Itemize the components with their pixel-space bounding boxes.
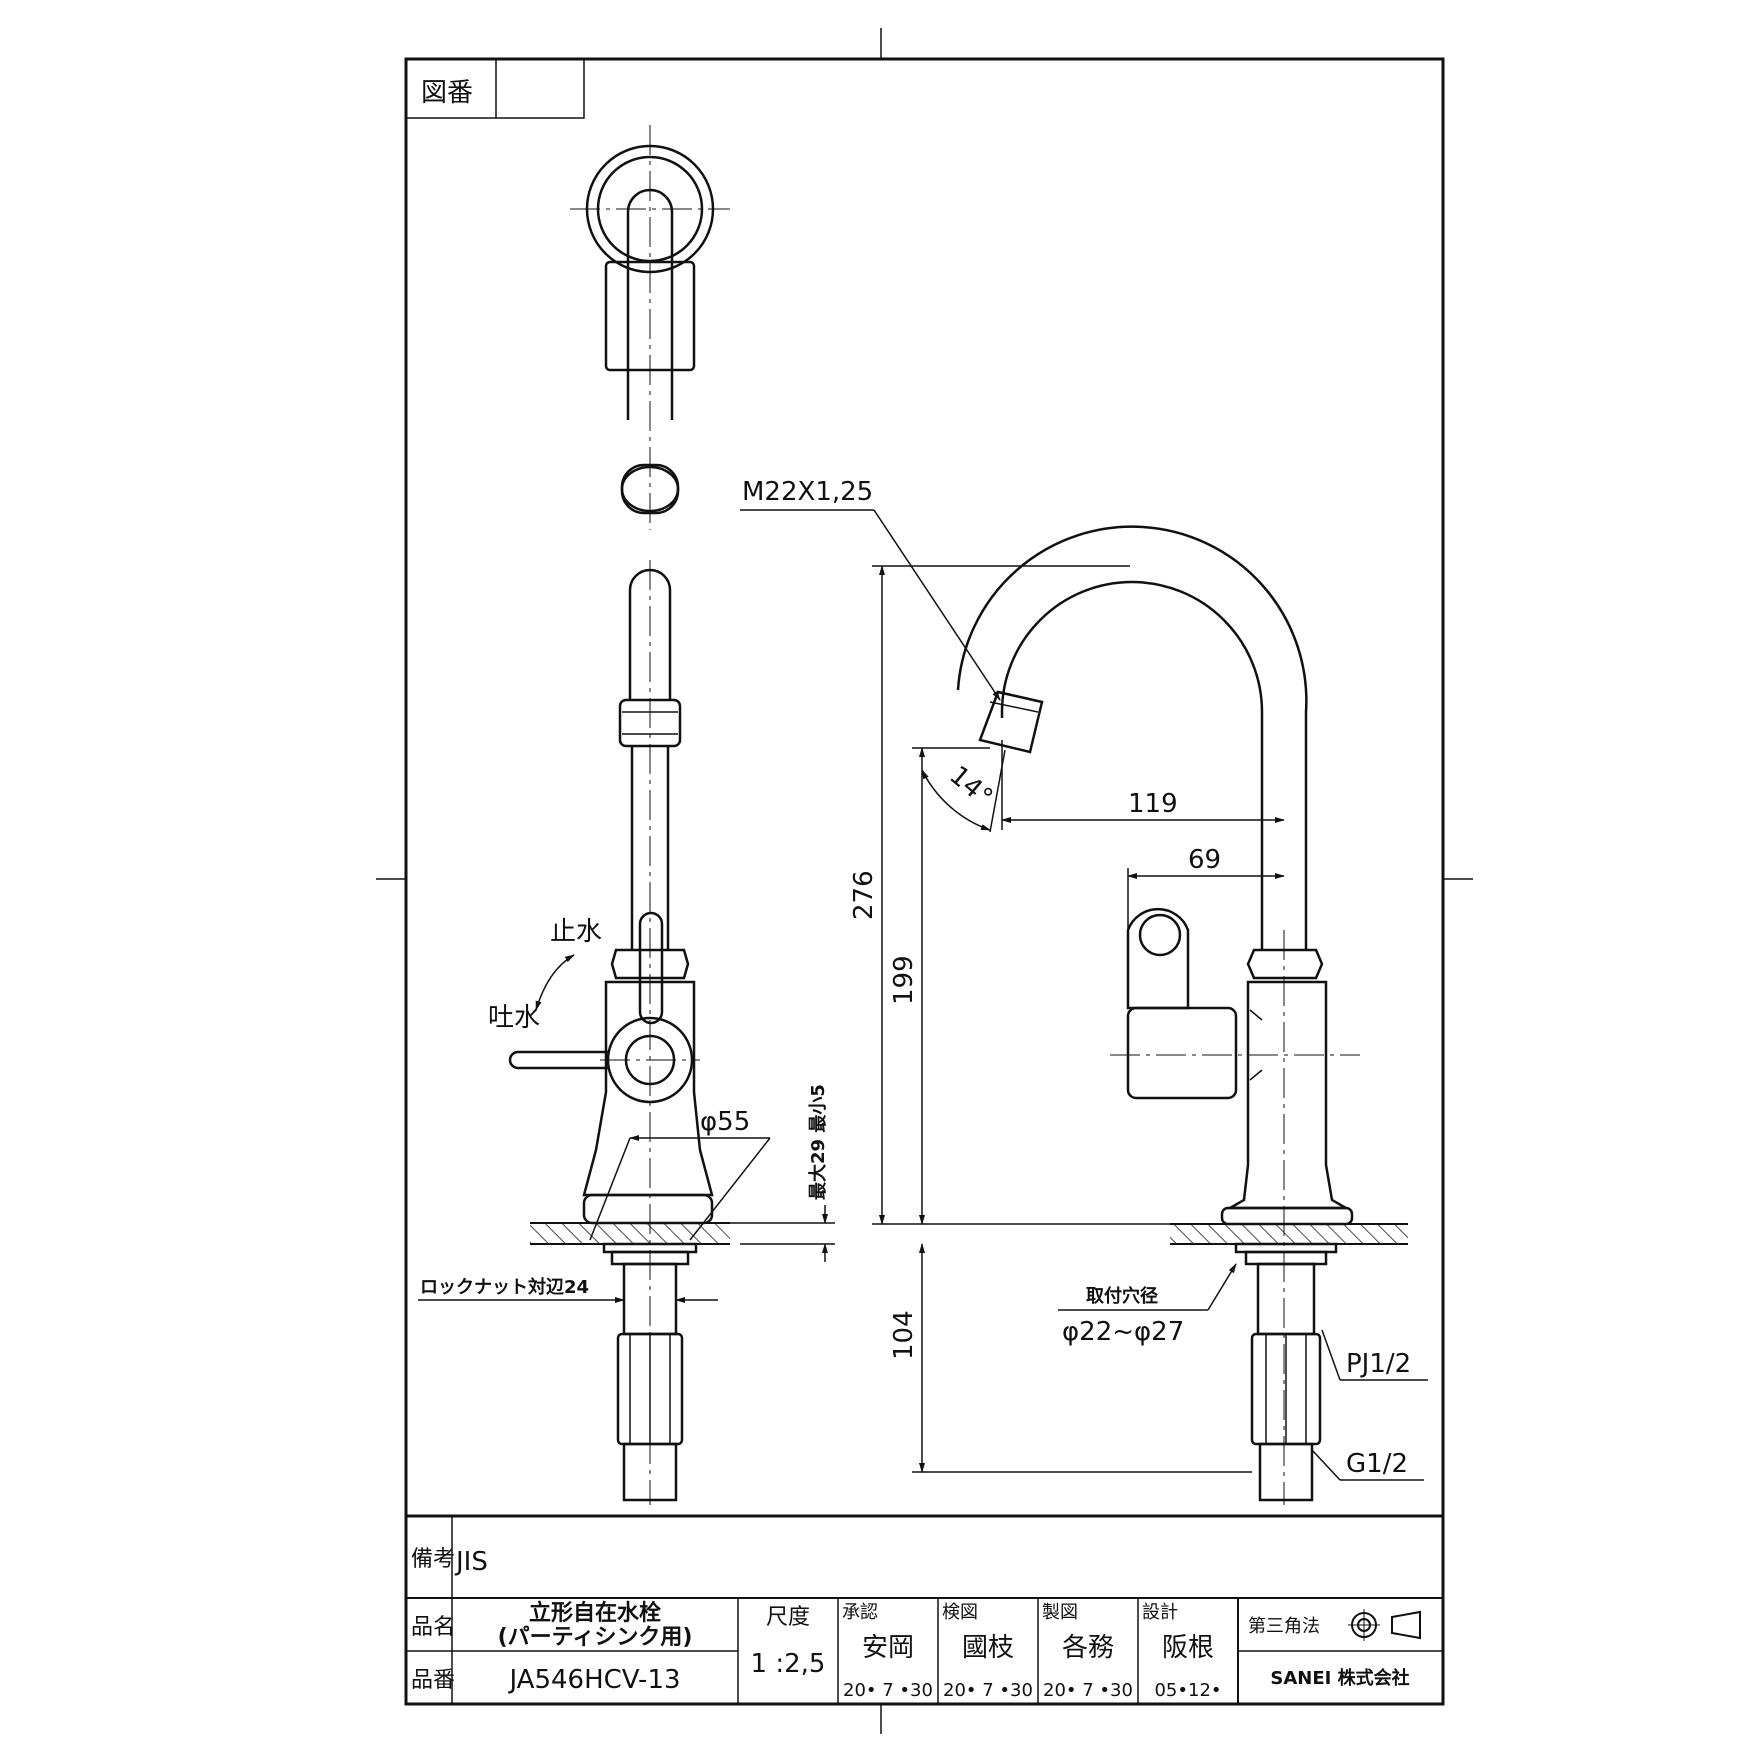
dim-104-label: 104: [889, 1310, 919, 1360]
projection-label: 第三角法: [1248, 1616, 1320, 1637]
angle-label: 14°: [944, 760, 999, 813]
product-name-line2: (パーティシンク用): [498, 1625, 693, 1650]
product-no-label: 品番: [411, 1668, 455, 1693]
check-name: 國枝: [962, 1633, 1014, 1663]
dim-276-label: 276: [849, 870, 879, 920]
top-view: [570, 125, 730, 530]
pj-thread-label: PJ1/2: [1346, 1349, 1411, 1379]
draft-date: 20• 7 •30: [1043, 1680, 1133, 1701]
front-view: [956, 525, 1360, 1505]
title-block: [406, 1514, 1443, 1704]
stop-water-label: 止水: [550, 917, 602, 947]
design-name: 阪根: [1162, 1633, 1214, 1663]
drawing-no-label: 図番: [421, 78, 473, 108]
base-diameter-label: φ55: [700, 1107, 750, 1137]
side-view: [508, 560, 714, 1505]
product-name-label: 品名: [411, 1615, 455, 1640]
side-view-dimensions: [418, 954, 835, 1303]
check-label: 検図: [942, 1602, 978, 1623]
mount-hole-label: 取付穴径: [1086, 1285, 1158, 1307]
draft-name: 各務: [1062, 1633, 1114, 1663]
counter-thickness-label: 最大29 最小5: [807, 1084, 829, 1200]
design-date: 05•12•: [1154, 1680, 1221, 1701]
remarks-label: 備考: [411, 1547, 455, 1572]
draft-label: 製図: [1042, 1602, 1078, 1623]
g-thread-label: G1/2: [1346, 1449, 1408, 1479]
scale-value: 1 :2,5: [751, 1649, 826, 1679]
product-name-line1: 立形自在水栓: [529, 1600, 661, 1626]
company-name: SANEI 株式会社: [1270, 1667, 1409, 1689]
third-angle-projection-icon: [1348, 1609, 1421, 1641]
design-label: 設計: [1142, 1602, 1178, 1623]
dim-119-label: 119: [1128, 789, 1178, 819]
locknut-label: ロックナット対辺24: [420, 1276, 589, 1298]
dim-199-label: 199: [889, 955, 919, 1005]
sheet-border: [376, 28, 1473, 1734]
remarks-value: JIS: [454, 1547, 488, 1577]
scale-label: 尺度: [766, 1605, 810, 1630]
discharge-water-label: 吐水: [488, 1003, 540, 1033]
counter-right: [1170, 1223, 1408, 1245]
check-date: 20• 7 •30: [943, 1680, 1033, 1701]
dim-69-label: 69: [1188, 845, 1221, 875]
approval-label: 承認: [842, 1602, 878, 1623]
approval-date: 20• 7 •30: [843, 1680, 933, 1701]
approval-name: 安岡: [862, 1633, 914, 1663]
front-view-dimensions: [740, 509, 1428, 1481]
spout-thread-label: M22X1,25: [742, 477, 873, 507]
product-no-value: JA546HCV-13: [507, 1665, 680, 1695]
mount-hole-value: φ22~φ27: [1062, 1317, 1184, 1347]
counter-left: [530, 1222, 730, 1245]
